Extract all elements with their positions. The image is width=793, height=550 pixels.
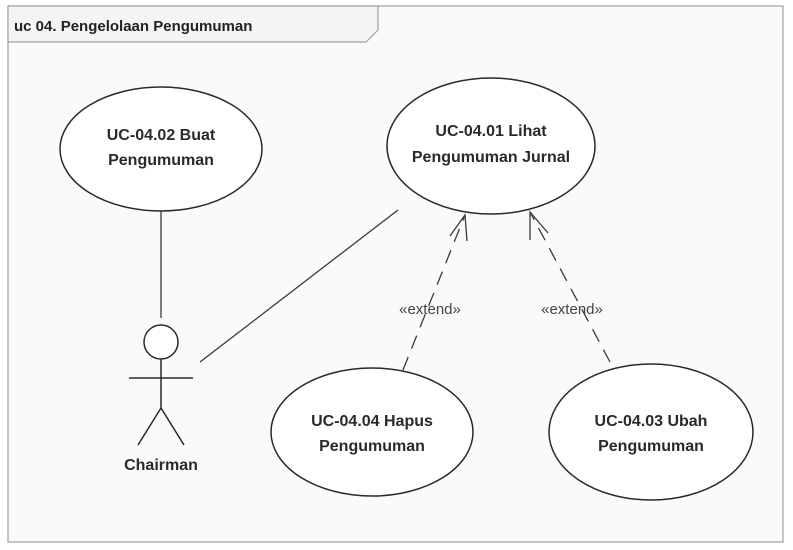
extend-arrowhead-left [449,213,468,242]
use-case-label-line1: UC-04.03 Ubah [595,413,708,430]
use-case-ellipse [386,77,596,215]
extend-hapus-to-lihat [402,214,466,371]
frame-title-tab [7,5,379,43]
extend-ubah-to-lihat [529,211,611,363]
association-chairman-lihat [199,209,399,363]
use-case-label-line2: Pengumuman Jurnal [412,149,570,166]
use-case-ubah-pengumuman[interactable]: UC-04.03 Ubah Pengumuman [548,363,754,501]
use-case-label-line2: Pengumuman [598,438,704,455]
actor-right-leg [160,407,185,446]
use-case-buat-pengumuman[interactable]: UC-04.02 Buat Pengumuman [59,86,263,212]
actor-chairman[interactable]: Chairman [124,324,198,474]
use-case-ellipse [270,367,474,497]
use-case-label-line1: UC-04.02 Buat [107,127,216,144]
use-case-ellipse [59,86,263,212]
use-case-ellipse [548,363,754,501]
actor-label: Chairman [124,457,198,474]
extend-label-right: «extend» [541,301,603,318]
actor-left-leg [137,407,162,446]
use-case-label-line2: Pengumuman [319,438,425,455]
extend-label-left: «extend» [399,301,461,318]
use-case-hapus-pengumuman[interactable]: UC-04.04 Hapus Pengumuman [270,367,474,497]
use-case-lihat-pengumuman-jurnal[interactable]: UC-04.01 Lihat Pengumuman Jurnal [386,77,596,215]
use-case-label-line2: Pengumuman [108,152,214,169]
frame-title: uc 04. Pengelolaan Pengumuman [14,18,252,35]
use-case-label-line1: UC-04.01 Lihat [435,123,547,140]
actor-head-icon [143,324,179,360]
use-case-label-line1: UC-04.04 Hapus [311,413,433,430]
extend-arrowhead-right [529,210,549,240]
